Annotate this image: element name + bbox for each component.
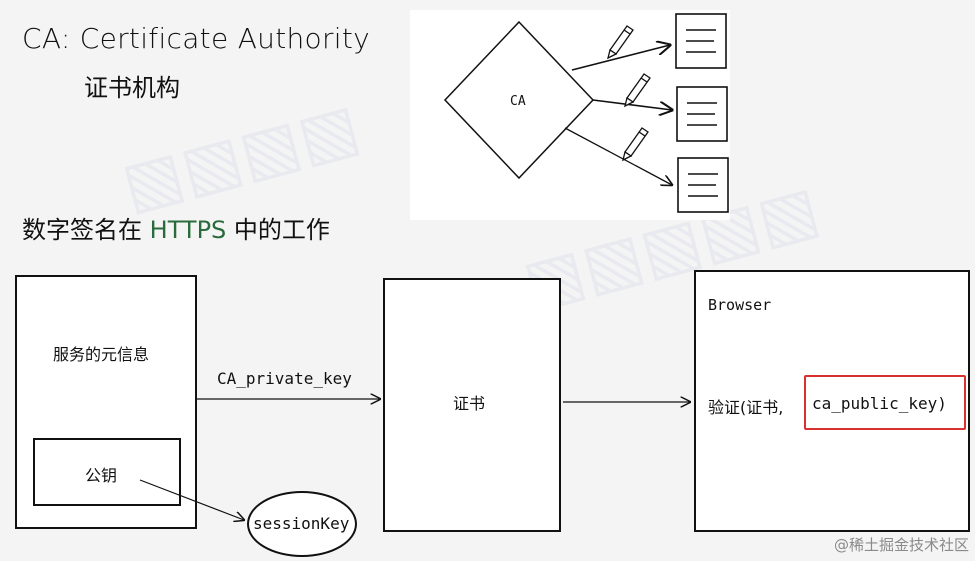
certificate-document-icon <box>677 157 729 213</box>
section-heading-highlight: HTTPS <box>149 216 227 244</box>
ca-diamond <box>443 20 595 180</box>
section-heading-prefix: 数字签名在 <box>22 216 150 244</box>
pen-icon <box>622 127 649 162</box>
section-heading: 数字签名在 HTTPS 中的工作 <box>22 210 330 245</box>
pen-icon <box>624 73 651 108</box>
page-subtitle: 证书机构 <box>84 74 180 102</box>
browser-box <box>694 270 970 532</box>
public-key-highlight-box <box>804 375 966 430</box>
ca-to-cert-arrow-3 <box>564 127 672 185</box>
session-key-ellipse <box>247 491 357 557</box>
page-title: CA: Certificate Authority <box>22 22 370 55</box>
certificate-document-icon <box>675 13 727 69</box>
server-info-label: 服务的元信息 <box>53 345 150 364</box>
section-heading-suffix: 中的工作 <box>226 216 330 244</box>
verify-key-label: ca_public_key) <box>812 394 947 413</box>
certificate-box <box>383 278 561 532</box>
source-watermark: @稀土掘金技术社区 <box>833 536 969 554</box>
certificate-document-icon <box>676 86 728 142</box>
session-key-label: sessionKey <box>253 514 350 533</box>
browser-label: Browser <box>708 296 772 314</box>
verify-prefix-label: 验证(证书, <box>708 398 784 417</box>
ca-to-cert-arrow-2 <box>592 99 672 110</box>
private-key-arrow-label: CA_private_key <box>217 369 352 388</box>
public-key-to-session-arrow <box>139 479 244 520</box>
public-key-label: 公钥 <box>85 466 118 485</box>
ca-label: CA <box>510 94 526 109</box>
certificate-label: 证书 <box>453 394 486 413</box>
pen-icon <box>607 25 634 60</box>
public-key-box <box>33 438 181 506</box>
ca-to-cert-arrow-1 <box>571 45 670 71</box>
